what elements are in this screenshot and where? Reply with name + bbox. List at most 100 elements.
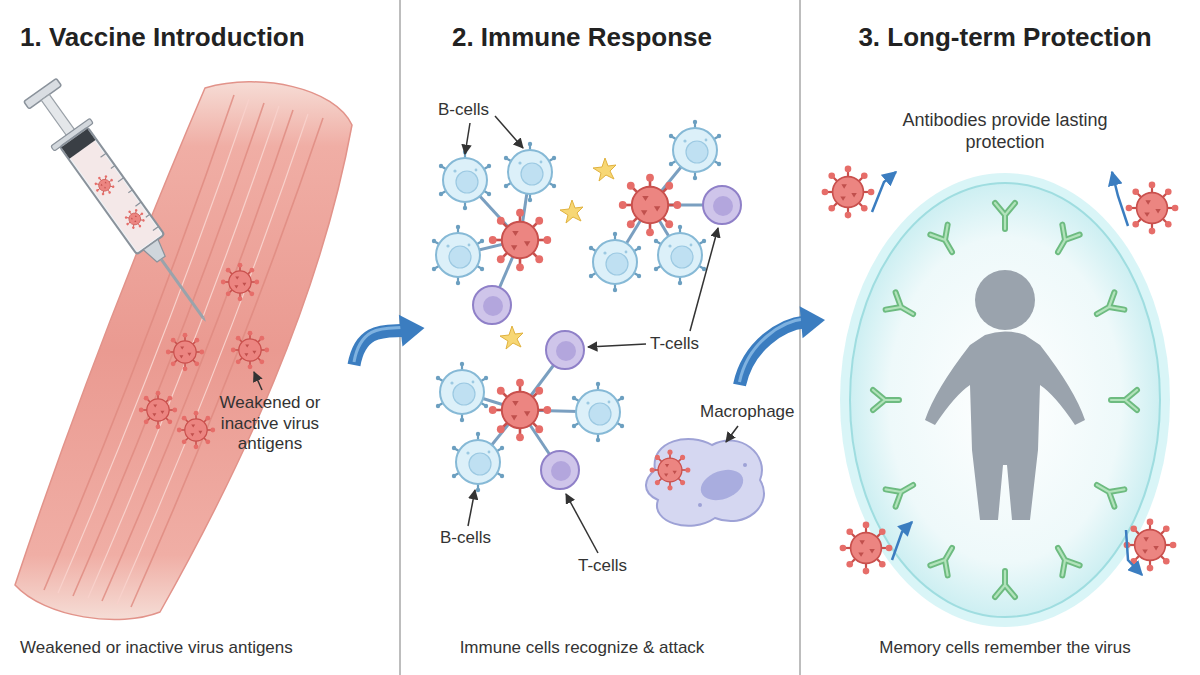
panel-caption: Weakened or inactive virus antigens <box>20 637 354 658</box>
child-silhouette <box>975 270 1035 330</box>
leader-line <box>726 426 738 442</box>
syringe <box>20 76 225 336</box>
macrophage <box>743 463 747 467</box>
deflect-arrow <box>872 172 896 212</box>
immune-cell <box>703 186 741 224</box>
leader-line <box>566 494 598 553</box>
immune-cell <box>436 362 488 422</box>
syringe <box>128 190 132 193</box>
cell-label: Macrophage <box>700 402 795 423</box>
antigen-virus <box>166 333 204 371</box>
repelled-virus <box>840 522 893 575</box>
panel-caption: Immune cells recognize & attack <box>425 637 740 658</box>
macrophage <box>646 439 764 526</box>
protection-bubble <box>850 183 1160 617</box>
flow-arrow <box>740 306 826 385</box>
panel-heading: 3. Long-term Protection <box>825 22 1185 53</box>
binding-link <box>458 150 722 470</box>
arrow-shaft <box>354 330 405 365</box>
syringe <box>146 214 150 217</box>
cell-label: B-cells <box>440 528 491 549</box>
leader-line <box>465 123 470 154</box>
attack-burst <box>593 158 616 181</box>
panel-divider <box>400 0 800 675</box>
immune-cell <box>432 120 741 492</box>
leader-line <box>465 116 738 553</box>
muscle-tissue <box>131 118 323 607</box>
syringe <box>101 153 107 157</box>
deflect-arrow <box>1112 172 1128 226</box>
antibody <box>1049 543 1079 576</box>
syringe <box>143 239 168 264</box>
leader-line <box>254 372 262 390</box>
leader-line <box>588 344 646 347</box>
repelled-virus <box>1126 182 1179 235</box>
immune-cell <box>546 331 584 369</box>
antibody <box>873 203 1137 597</box>
syringe <box>70 141 161 252</box>
antibody <box>995 571 1015 597</box>
panel: 1. Vaccine IntroductionWeakened or inact… <box>14 22 354 658</box>
syringe <box>90 171 118 199</box>
leader-line <box>690 228 718 331</box>
repelled-virus <box>822 166 1179 575</box>
flow-arrow <box>354 315 425 365</box>
antibody <box>886 476 919 506</box>
muscle-tissue <box>15 82 352 620</box>
immune-cell <box>473 286 511 324</box>
child-silhouette <box>925 270 1085 520</box>
cell-label: T-cells <box>650 334 699 355</box>
macrophage <box>650 450 691 491</box>
macrophage <box>698 503 702 507</box>
muscle-tissue <box>44 95 323 607</box>
protection-bubble <box>845 178 1165 622</box>
macrophage <box>646 439 764 526</box>
leader-line <box>495 116 523 148</box>
antigen-virus <box>177 411 215 449</box>
antibody <box>873 390 899 410</box>
immune-cell <box>669 120 721 180</box>
immune-cell <box>439 150 491 210</box>
syringe <box>135 202 141 206</box>
syringe <box>202 317 207 323</box>
antibody <box>1049 225 1079 258</box>
repelled-virus <box>822 166 875 219</box>
attack-burst <box>560 200 583 223</box>
antibody <box>930 225 960 258</box>
target-virus <box>489 209 551 271</box>
immune-cell <box>572 382 624 442</box>
panel-caption: Memory cells remember the virus <box>825 637 1185 658</box>
protection-bubble <box>845 178 1165 622</box>
antibody <box>1092 292 1125 322</box>
antibody <box>930 543 960 576</box>
antibody <box>1111 390 1137 410</box>
target-virus <box>489 379 551 441</box>
macrophage <box>697 464 748 505</box>
muscle-tissue <box>15 82 352 620</box>
syringe <box>111 165 115 168</box>
attack-burst <box>500 158 616 349</box>
panel-heading: 1. Vaccine Introduction <box>20 22 354 53</box>
target-virus <box>489 174 681 441</box>
antibody <box>995 203 1015 229</box>
deflect-arrow <box>892 522 912 560</box>
arrow-highlight <box>354 327 405 362</box>
panel-divider <box>799 0 801 675</box>
antigen-virus <box>139 391 177 429</box>
immune-cell <box>541 451 579 489</box>
muscle-tissue <box>117 114 308 604</box>
syringe <box>61 129 95 159</box>
muscle-tissue <box>102 110 293 601</box>
child-silhouette <box>925 332 1085 521</box>
syringe <box>118 178 124 182</box>
antigen-virus <box>221 263 259 301</box>
callout-label: Weakened or inactive virus antigens <box>205 393 335 455</box>
syringe <box>60 127 164 254</box>
antigen-virus <box>231 331 269 369</box>
panel-divider <box>399 0 401 675</box>
leader-line <box>254 372 262 390</box>
arrow-head <box>800 306 825 338</box>
cell-label: B-cells <box>438 100 489 121</box>
attack-burst <box>500 326 523 349</box>
syringe <box>160 258 204 318</box>
